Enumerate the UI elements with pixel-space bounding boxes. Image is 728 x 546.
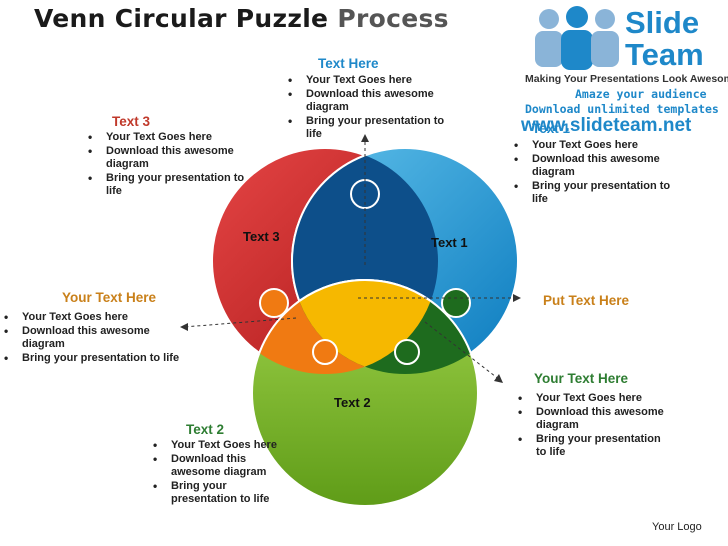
promo-url: www.slideteam.net (521, 115, 692, 136)
text1-block-list: Your Text Goes here Download this awesom… (512, 139, 672, 207)
list-item: Bring your presentation to life (516, 433, 666, 459)
title-sub: Process (337, 4, 449, 33)
list-item: Bring your presentation to life (2, 352, 182, 365)
arrow-down-right-head (494, 374, 503, 383)
promo-line1: Amaze your audience (575, 87, 707, 101)
list-item: Bring your presentation to life (512, 180, 672, 206)
top-block-list: Your Text Goes here Download this awesom… (286, 74, 446, 142)
list-item: Your Text Goes here (151, 439, 281, 452)
list-item: Your Text Goes here (512, 139, 672, 152)
list-item: Download this awesome diagram (2, 325, 182, 351)
list-item: Bring your presentation to life (286, 115, 446, 141)
knob-right (441, 288, 471, 318)
left-block-heading: Your Text Here (62, 290, 157, 305)
bottom-right-block-heading: Your Text Here (534, 371, 629, 386)
logo-brand-line1: Slide (625, 5, 700, 40)
arrow-right-head (513, 294, 521, 302)
your-logo: Your Logo (652, 521, 702, 533)
pointer-left-line (183, 317, 297, 328)
text1-block-heading: Text 1 (532, 121, 571, 136)
list-item: Bring your presentation to life (86, 172, 256, 198)
piece-label-text2: Text 2 (334, 395, 371, 410)
piece-label-text3: Text 3 (243, 229, 280, 244)
pointer-down-right-line (424, 321, 501, 381)
list-item: Download this awesome diagram (286, 88, 446, 114)
knob-bottom-right (394, 339, 420, 365)
text3-block-list: Your Text Goes here Download this awesom… (86, 131, 256, 199)
list-item: Download this awesome diagram (512, 153, 672, 179)
logo-tagline: Making Your Presentations Look Awesome (525, 73, 728, 85)
piece-label-text1: Text 1 (431, 235, 468, 250)
arrow-left-head (180, 323, 188, 331)
left-block-list: Your Text Goes here Download this awesom… (2, 311, 182, 366)
list-item: Your Text Goes here (86, 131, 256, 144)
text3-block-heading: Text 3 (112, 114, 151, 129)
text2-block-list: Your Text Goes here Download this awesom… (151, 439, 281, 507)
slide-title: Venn Circular Puzzle Process (34, 4, 449, 33)
title-main: Venn Circular Puzzle (34, 4, 329, 33)
knob-left (259, 288, 289, 318)
text2-block-heading: Text 2 (186, 422, 225, 437)
people-icon (535, 6, 619, 70)
logo-brand-line2: Team (625, 37, 704, 72)
promo-line2: Download unlimited templates (525, 102, 719, 116)
knob-bottom-left (312, 339, 338, 365)
list-item: Download this awesome diagram (516, 406, 666, 432)
list-item: Your Text Goes here (286, 74, 446, 87)
list-item: Your Text Goes here (2, 311, 182, 324)
put-text-heading: Put Text Here (543, 293, 630, 308)
list-item: Your Text Goes here (516, 392, 666, 405)
list-item: Download this awesome diagram (151, 453, 281, 479)
slideteam-logo: Slide Team Making Your Presentations Loo… (521, 3, 728, 143)
top-block-heading: Text Here (318, 56, 379, 71)
list-item: Download this awesome diagram (86, 145, 256, 171)
list-item: Bring your presentation to life (151, 480, 281, 506)
bottom-right-block-list: Your Text Goes here Download this awesom… (516, 392, 666, 460)
